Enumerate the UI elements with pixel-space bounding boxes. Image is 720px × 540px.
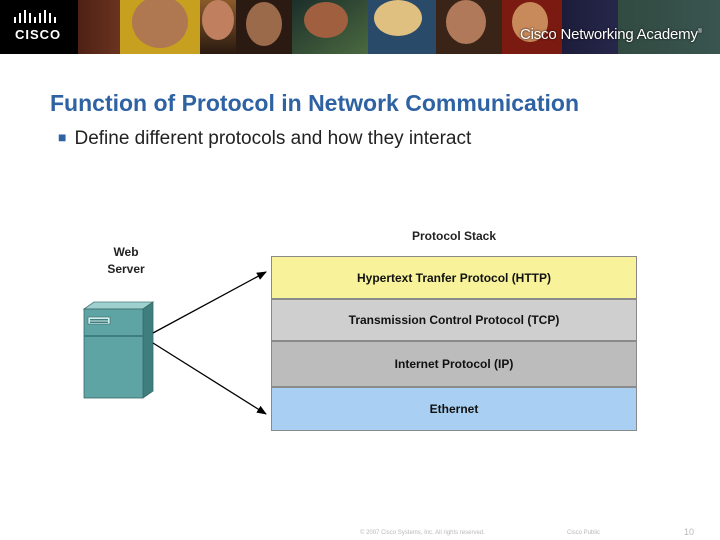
bullet-square-icon: ■ (58, 129, 67, 145)
cisco-bridge-icon (14, 10, 56, 23)
header-banner: CISCO (0, 0, 720, 54)
web-server-label: Web Server (107, 245, 145, 276)
layer-ip: Internet Protocol (IP) (271, 341, 637, 387)
protocol-stack-title: Protocol Stack (411, 229, 497, 243)
page-number: 10 (684, 527, 695, 537)
web-server-icon (82, 301, 155, 399)
banner-photo-collage (78, 0, 720, 54)
slide-title: Function of Protocol in Network Communic… (50, 90, 579, 116)
layer-http: Hypertext Tranfer Protocol (HTTP) (271, 256, 637, 299)
bullet-text: Define different protocols and how they … (74, 128, 472, 149)
cisco-logo-text: CISCO (15, 27, 62, 42)
arrow-to-ethernet (152, 342, 267, 415)
footer-classification: Cisco Public (567, 530, 601, 536)
layer-tcp: Transmission Control Protocol (TCP) (271, 299, 637, 341)
networking-academy-wordmark: Cisco Networking Academy® (519, 26, 702, 43)
arrow-to-http (152, 271, 267, 334)
cisco-logo: CISCO (0, 0, 78, 54)
footer-copyright: © 2007 Cisco Systems, Inc. All rights re… (360, 530, 485, 536)
bullet-item: ■ Define different protocols and how they… (58, 128, 471, 150)
layer-ethernet: Ethernet (271, 387, 637, 431)
